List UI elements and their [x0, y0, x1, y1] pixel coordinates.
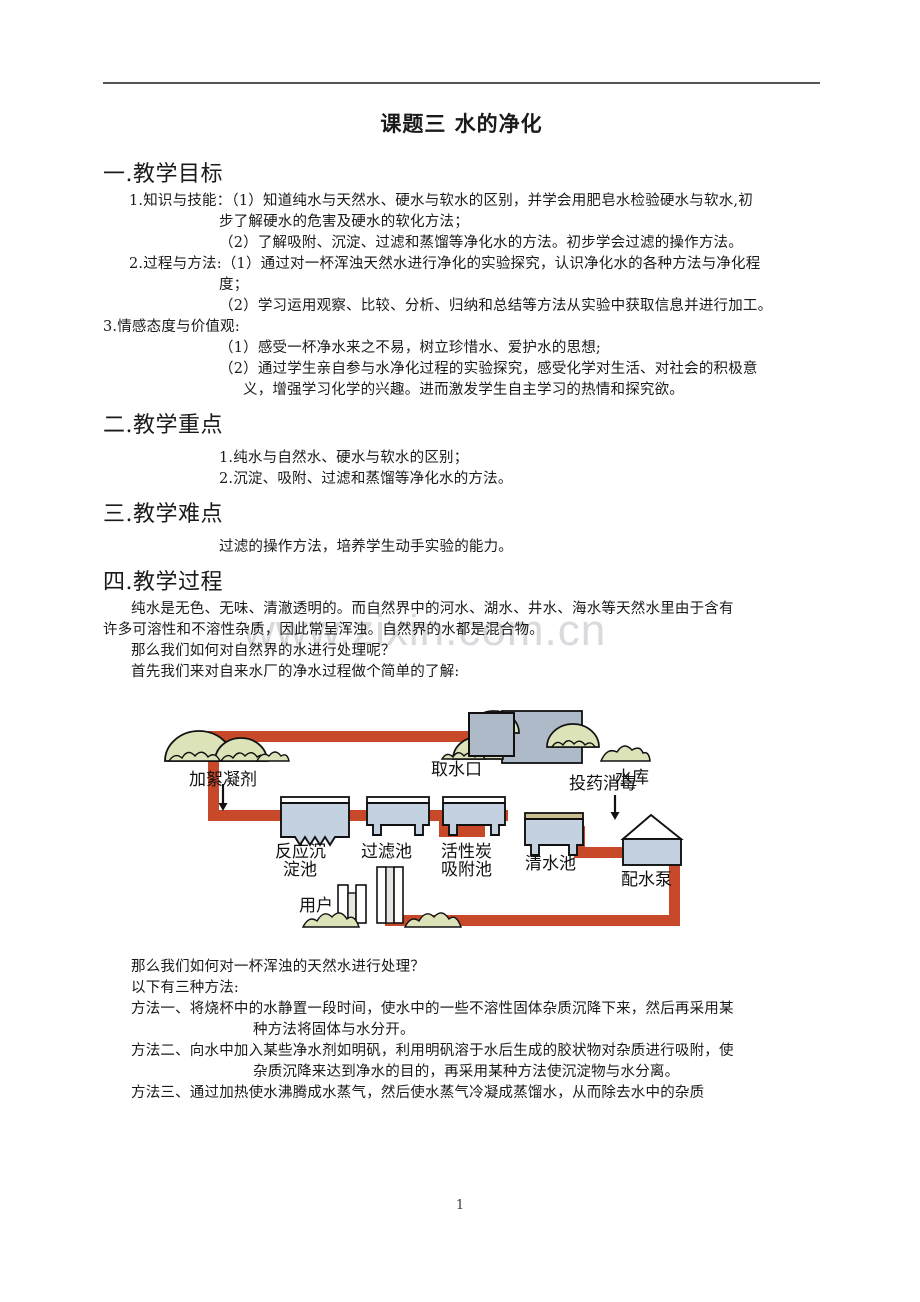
process-intro-line-4: 首先我们来对自来水厂的净水过程做个简单的了解:	[131, 664, 460, 680]
process-intro-line-2: 许多可溶性和不溶性杂质，因此常呈浑浊。自然界的水都是混合物。	[103, 622, 544, 638]
page-title: 课题三 水的净化	[380, 111, 543, 136]
process-intro-line-1: 纯水是无色、无味、清澈透明的。而自然界中的河水、湖水、井水、海水等天然水里由于含…	[131, 601, 734, 617]
process-intro-line-3: 那么我们如何对自然界的水进行处理呢？	[131, 643, 396, 659]
figure-label-clearwater: 清水池	[525, 854, 576, 874]
process-line-3: 方法一、将烧杯中的水静置一段时间，使水中的一些不溶性固体杂质沉降下来，然后再采用…	[131, 1001, 734, 1017]
process-line-5: 方法二、向水中加入某些净水剂如明矾，利用明矾溶于水后生成的胶状物对杂质进行吸附，…	[131, 1043, 734, 1059]
page-number: 1	[455, 1198, 465, 1213]
figure-label-carbon-2: 吸附池	[441, 860, 492, 880]
carbon-adsorption-tank	[442, 796, 506, 836]
figure-label-disinfect: 投药消毒	[569, 774, 637, 794]
section-heading-key-points: 二.教学重点	[103, 413, 223, 438]
objectives-line-2: 步了解硬水的危害及硬水的软化方法；	[219, 214, 469, 230]
objectives-line-9: （2）通过学生亲自参与水净化过程的实验探究，感受化学对生活、对社会的积极意	[219, 361, 758, 377]
objectives-line-5: 度；	[219, 277, 249, 293]
settling-tank	[280, 796, 350, 847]
clearwater-tank	[524, 812, 584, 856]
filter-tank	[366, 796, 430, 836]
key-points-line-2: 2.沉淀、吸附、过滤和蒸馏等净化水的方法。	[219, 471, 513, 487]
pipe-elbow-left	[208, 731, 219, 821]
figure-label-pump: 配水泵	[621, 870, 672, 890]
reservoir-hill-far-right	[599, 745, 651, 762]
section-heading-process: 四.教学过程	[103, 570, 223, 595]
figure-label-reservoir: 水库	[615, 768, 649, 788]
objectives-line-10: 义，增强学习化学的兴趣。进而激发学生自主学习的热情和探究欲。	[243, 382, 684, 398]
header-rule	[103, 82, 820, 84]
section-heading-objectives: 一.教学目标	[103, 162, 223, 187]
objectives-line-6: （2）学习运用观察、比较、分析、归纳和总结等方法从实验中获取信息并进行加工。	[219, 298, 773, 314]
process-line-6: 杂质沉降来达到净水的目的，再采用某种方法使沉淀物与水分离。	[253, 1064, 680, 1080]
spacer	[103, 945, 820, 957]
users-buildings	[301, 866, 462, 928]
intake-box	[468, 712, 515, 757]
objectives-line-8: （1）感受一杯净水来之不易，树立珍惜水、爱护水的思想;	[219, 340, 602, 356]
figure-label-filter: 过滤池	[361, 842, 412, 862]
document-content: 课题三 水的净化 一.教学目标 1.知识与技能：（1）知道纯水与天然水、硬水与软…	[103, 100, 820, 1104]
process-line-7: 方法三、通过加热使水沸腾成水蒸气，然后使水蒸气冷凝成蒸馏水，从而除去水中的杂质	[131, 1085, 705, 1101]
objectives-line-4: 2.过程与方法:（1）通过对一杯浑浊天然水进行净化的实验探究，认识净化水的各种方…	[129, 256, 761, 272]
coagulant-arrow-icon	[218, 784, 228, 811]
process-line-2: 以下有三种方法:	[131, 980, 239, 996]
figure-label-coagulant: 加絮凝剂	[189, 770, 257, 790]
figure-label-settling-1: 反应沉	[275, 842, 326, 862]
figure-label-settling-2: 淀池	[283, 860, 317, 880]
objectives-line-3: （2）了解吸附、沉淀、过滤和蒸馏等净化水的方法。初步学会过滤的操作方法。	[219, 235, 743, 251]
reservoir-hill-right	[546, 723, 600, 748]
process-line-1: 那么我们如何对一杯浑浊的天然水进行处理？	[131, 959, 425, 975]
figure-label-intake: 取水口	[431, 760, 482, 780]
figure-label-users: 用户	[299, 896, 333, 916]
figure-label-carbon-1: 活性炭	[441, 842, 492, 862]
key-points-line-1: 1.纯水与自然水、硬水与软水的区别；	[219, 450, 469, 466]
section-heading-difficulties: 三.教学难点	[103, 502, 223, 527]
waterworks-diagram: 取水口 水库 加絮凝剂 反应沉 淀池 过滤池 活性炭 吸附池 清水池 投药消毒 …	[153, 689, 773, 939]
pump-house	[620, 813, 684, 866]
process-line-4: 种方法将固体与水分开。	[253, 1022, 415, 1038]
objectives-line-7: 3.情感态度与价值观:	[103, 319, 240, 335]
disinfect-arrow-icon	[610, 795, 620, 820]
objectives-line-1: 1.知识与技能：（1）知道纯水与天然水、硬水与软水的区别，并学会用肥皂水检验硬水…	[129, 193, 753, 209]
coagulant-hills	[164, 730, 290, 762]
difficulties-line-1: 过滤的操作方法，培养学生动手实验的能力。	[219, 539, 513, 555]
intake-group	[468, 712, 515, 757]
